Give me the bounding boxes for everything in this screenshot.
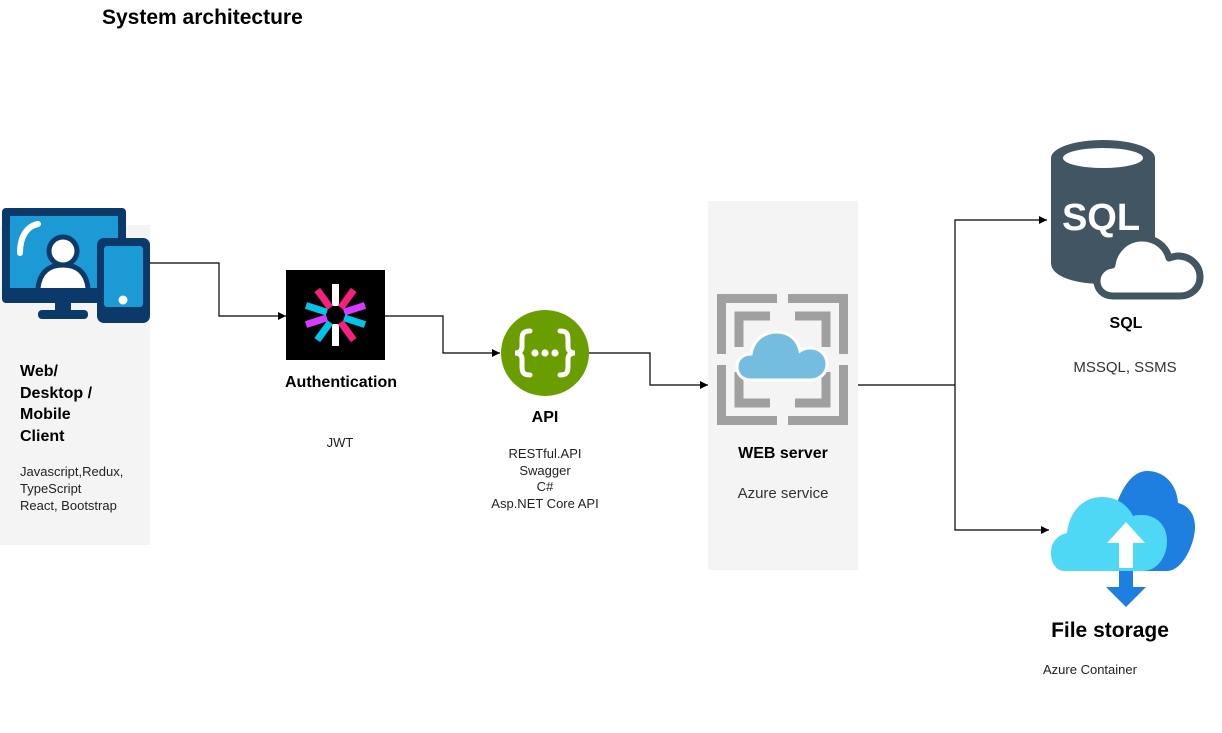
web-server-detail-line: Azure service <box>737 485 829 502</box>
connector-webserver-to-storage <box>954 385 1049 534</box>
connector-client-to-auth <box>150 262 286 320</box>
api-title: API <box>531 409 559 426</box>
azure-app-service-icon <box>717 294 848 425</box>
file-storage-detail-line: Azure Container <box>1043 662 1137 677</box>
auth-detail-line: JWT <box>326 435 354 450</box>
api-details: RESTful.API Swagger C# Asp.NET Core API <box>491 446 598 512</box>
client-title-line: Desktop / <box>20 384 93 402</box>
api-detail-line: C# <box>536 479 554 494</box>
connector-api-to-webserver <box>589 352 708 389</box>
client-title-line: Web/ <box>20 363 58 380</box>
client-details: Javascript,Redux, TypeScript React, Boot… <box>20 463 123 514</box>
sql-cloud-database-icon: SQL <box>1051 140 1204 300</box>
sql-details: MSSQL, SSMS <box>1073 359 1176 376</box>
sql-icon-text: SQL <box>1062 197 1140 239</box>
client-detail-line: TypeScript <box>20 481 82 496</box>
auth-details: JWT <box>327 435 354 452</box>
cloud-upload-download-icon <box>1051 471 1195 607</box>
client-detail-line: Javascript,Redux, <box>20 464 124 479</box>
client-devices-icon <box>2 208 150 323</box>
jwt-logo-icon <box>286 270 385 360</box>
sql-detail-line: MSSQL, SSMS <box>1073 359 1177 376</box>
file-storage-title: File storage <box>1051 619 1169 642</box>
api-detail-line: Swagger <box>519 462 571 478</box>
api-detail-line: Asp.NET Core API <box>491 495 599 511</box>
auth-title: Authentication <box>285 374 397 391</box>
file-storage-details: Azure Container <box>1043 662 1137 679</box>
connector-webserver-to-sql <box>954 216 1047 385</box>
web-server-panel <box>708 201 858 570</box>
connector-auth-to-api <box>385 315 500 357</box>
api-detail-line: RESTful.API <box>508 446 582 461</box>
api-braces-icon <box>501 310 589 396</box>
sql-title: SQL <box>1109 315 1143 332</box>
client-title-line: Client <box>20 427 65 445</box>
client-title-line: Mobile <box>20 406 71 423</box>
client-title: Web/ Desktop / Mobile Client <box>20 361 92 447</box>
web-server-title: WEB server <box>738 445 828 462</box>
web-server-details: Azure service <box>738 485 829 502</box>
client-detail-line: React, Bootstrap <box>20 498 117 513</box>
diagram-title: System architecture <box>102 6 303 29</box>
